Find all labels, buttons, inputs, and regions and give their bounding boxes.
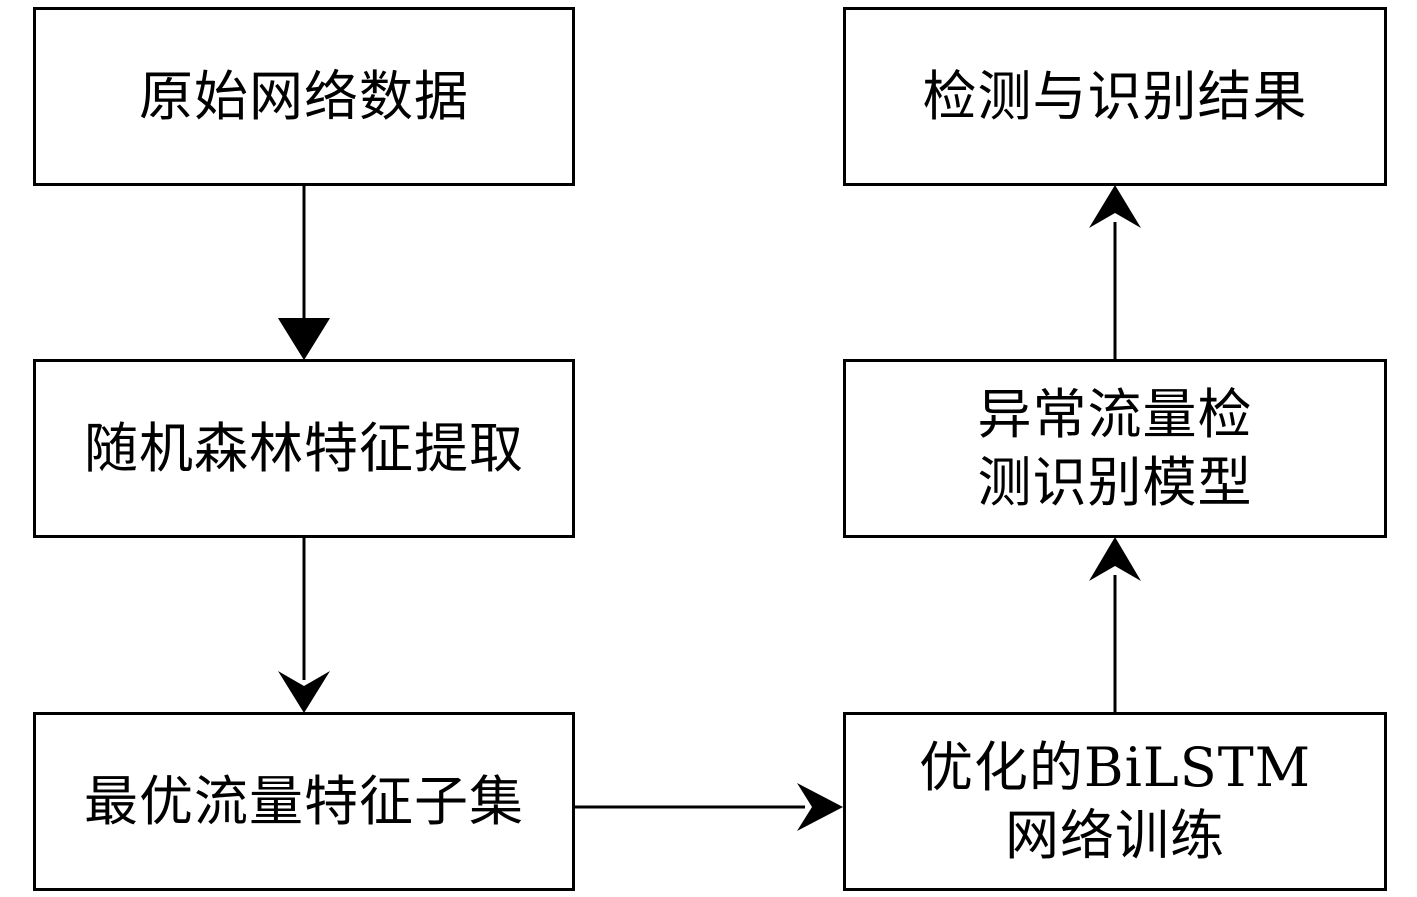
arrow-subset-to-bilstm	[575, 783, 843, 831]
node-label: 异常流量检 测识别模型	[977, 382, 1253, 514]
node-bilstm-training: 优化的BiLSTM 网络训练	[843, 712, 1387, 891]
node-detection-result: 检测与识别结果	[843, 7, 1387, 186]
node-label: 原始网络数据	[139, 64, 469, 128]
node-raw-data: 原始网络数据	[33, 7, 575, 186]
arrow-bilstm-to-model	[1089, 537, 1141, 713]
node-label: 优化的BiLSTM 网络训练	[918, 735, 1312, 867]
arrow-rf-to-subset	[278, 537, 330, 713]
node-rf-feature-extraction: 随机森林特征提取	[33, 359, 575, 538]
node-optimal-feature-subset: 最优流量特征子集	[33, 712, 575, 891]
arrow-model-to-result	[1089, 185, 1141, 360]
arrow-raw-to-rf	[278, 185, 330, 360]
node-label: 随机森林特征提取	[84, 416, 524, 480]
node-label: 最优流量特征子集	[84, 769, 524, 833]
node-anomaly-model: 异常流量检 测识别模型	[843, 359, 1387, 538]
node-label: 检测与识别结果	[922, 64, 1308, 128]
